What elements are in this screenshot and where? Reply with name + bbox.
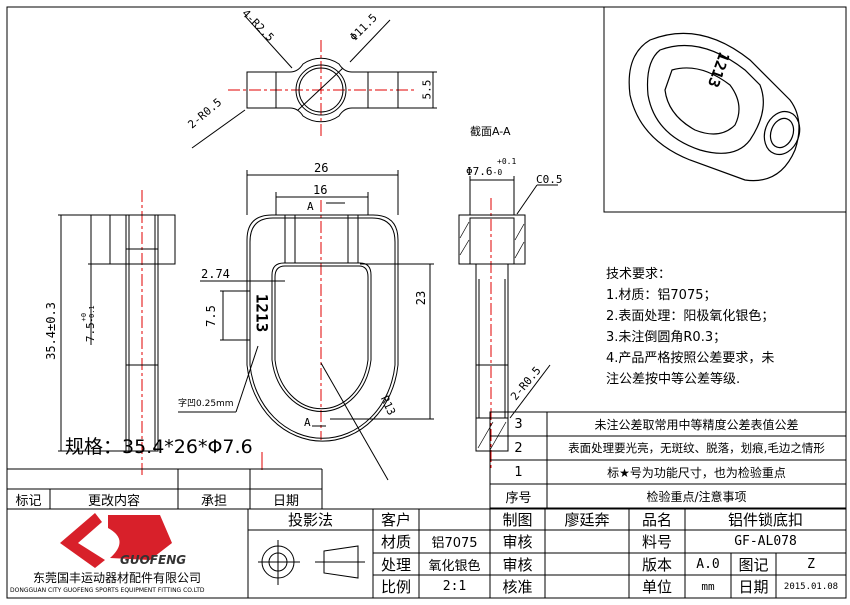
section-mark-top: A xyxy=(307,200,314,213)
tech-item: 3.未注倒圆角R0.3； xyxy=(606,330,727,345)
text-height-label: 7.5 xyxy=(203,305,218,327)
flange-tol-upper: +0 xyxy=(80,312,89,322)
iso-view-frame xyxy=(603,6,847,213)
company-logo xyxy=(60,513,172,568)
diameter-tol-lower: -0 xyxy=(492,168,503,177)
part-no: GF-AL078 xyxy=(734,534,797,549)
width-outer-label: 26 xyxy=(314,161,329,175)
flange-tol-lower: -0.1 xyxy=(88,305,97,323)
scale-value: 2:1 xyxy=(442,579,467,594)
row-text: 表面处理要光亮，无斑纹、脱落，划痕,毛边之情形 xyxy=(568,441,825,455)
rev-content-header: 更改内容 xyxy=(87,493,140,509)
part-no-label: 料号 xyxy=(641,533,672,551)
top-height-label: 5.5 xyxy=(420,79,434,100)
section-mark-bottom: A xyxy=(304,416,311,429)
width-inner-label: 16 xyxy=(313,183,328,197)
drawn-label: 制图 xyxy=(502,511,533,529)
diameter-tol-upper: +0.1 xyxy=(497,157,517,166)
tech-requirements: 技术要求： 1.材质：铝7075； 2.表面处理：阳极氧化银色； 3.未注倒圆角… xyxy=(606,264,774,390)
row-text: 未注公差取常用中等精度公差表值公差 xyxy=(594,417,799,432)
row-no: 2 xyxy=(514,440,523,456)
front-view xyxy=(178,170,434,481)
tech-item: 2.表面处理：阳极氧化银色； xyxy=(606,309,775,324)
side-view xyxy=(58,214,176,452)
flange-height-value: 7.5 xyxy=(84,322,98,343)
approve-label: 核准 xyxy=(502,578,533,596)
projection-label: 投影法 xyxy=(287,511,333,529)
customer-value xyxy=(419,509,490,530)
check1-label: 审核 xyxy=(502,533,533,551)
header-no: 序号 xyxy=(505,490,532,506)
centerlines xyxy=(141,40,492,475)
tech-item: 4.产品严格按照公差要求，未 xyxy=(606,351,775,366)
chamfer-label: C0.5 xyxy=(536,173,563,186)
treatment-label: 处理 xyxy=(380,555,411,574)
section-view xyxy=(458,176,558,452)
logo-text: GUOFENG xyxy=(120,553,187,567)
name-label: 品名 xyxy=(641,511,672,529)
material-value: 铝7075 xyxy=(431,536,478,551)
header-text: 检验重点/注意事项 xyxy=(646,489,747,504)
company-name-cn: 东莞国丰运动器材配件有限公司 xyxy=(33,571,202,585)
customer-label: 客户 xyxy=(380,511,411,529)
row-no: 1 xyxy=(514,464,523,480)
tech-item: 1.材质：铝7075； xyxy=(606,288,717,303)
date-value: 2015.01.08 xyxy=(783,581,839,592)
projection-symbol-icon xyxy=(258,540,365,585)
part-name: 铝件锁底扣 xyxy=(727,511,803,529)
iso-view xyxy=(628,32,801,182)
version-value: A.0 xyxy=(696,556,720,572)
scale-label: 比例 xyxy=(380,578,411,596)
sheet-border xyxy=(6,6,847,599)
top-view xyxy=(191,15,437,149)
mark-value: Z xyxy=(807,556,815,572)
unit-value: mm xyxy=(701,580,715,593)
inner-height-label: 23 xyxy=(414,290,429,306)
version-label: 版本 xyxy=(641,555,672,574)
row-no: 3 xyxy=(514,416,523,432)
section-title: 截面A-A xyxy=(470,125,511,138)
treatment-value: 氧化银色 xyxy=(428,558,481,574)
rev-mark-header: 标记 xyxy=(15,493,42,509)
tech-requirements-title: 技术要求： xyxy=(606,267,672,282)
section-diameter-label: Φ7.6-0 xyxy=(466,166,502,177)
engraving-text: 1213 xyxy=(252,293,272,333)
date-label: 日期 xyxy=(738,578,769,596)
flange-height-label: 7.5-0.1+0 xyxy=(80,297,98,343)
engraving-note: 字凹0.25mm xyxy=(178,399,234,409)
row-text: 标★号为功能尺寸，也为检验重点 xyxy=(607,465,786,480)
section-diameter-value: Φ7.6 xyxy=(466,165,493,178)
rev-owner-header: 承担 xyxy=(200,493,227,509)
material-label: 材质 xyxy=(380,533,411,551)
table-lines xyxy=(7,411,847,598)
drawn-by: 廖廷奔 xyxy=(564,511,610,529)
mark-label: 图记 xyxy=(738,555,769,574)
check2-label: 审核 xyxy=(502,555,533,574)
company-name-en: DONGGUAN CITY GUOFENG SPORTS EQUIPMENT F… xyxy=(10,587,205,594)
spec-label: 规格：35.4*26*Φ7.6 xyxy=(65,436,253,458)
total-height-label: 35.4±0.3 xyxy=(43,302,58,360)
rev-date-header: 日期 xyxy=(272,493,299,509)
offset-label: 2.74 xyxy=(201,267,230,281)
unit-label: 单位 xyxy=(641,578,672,596)
tech-item: 注公差按中等公差等级. xyxy=(606,372,741,387)
